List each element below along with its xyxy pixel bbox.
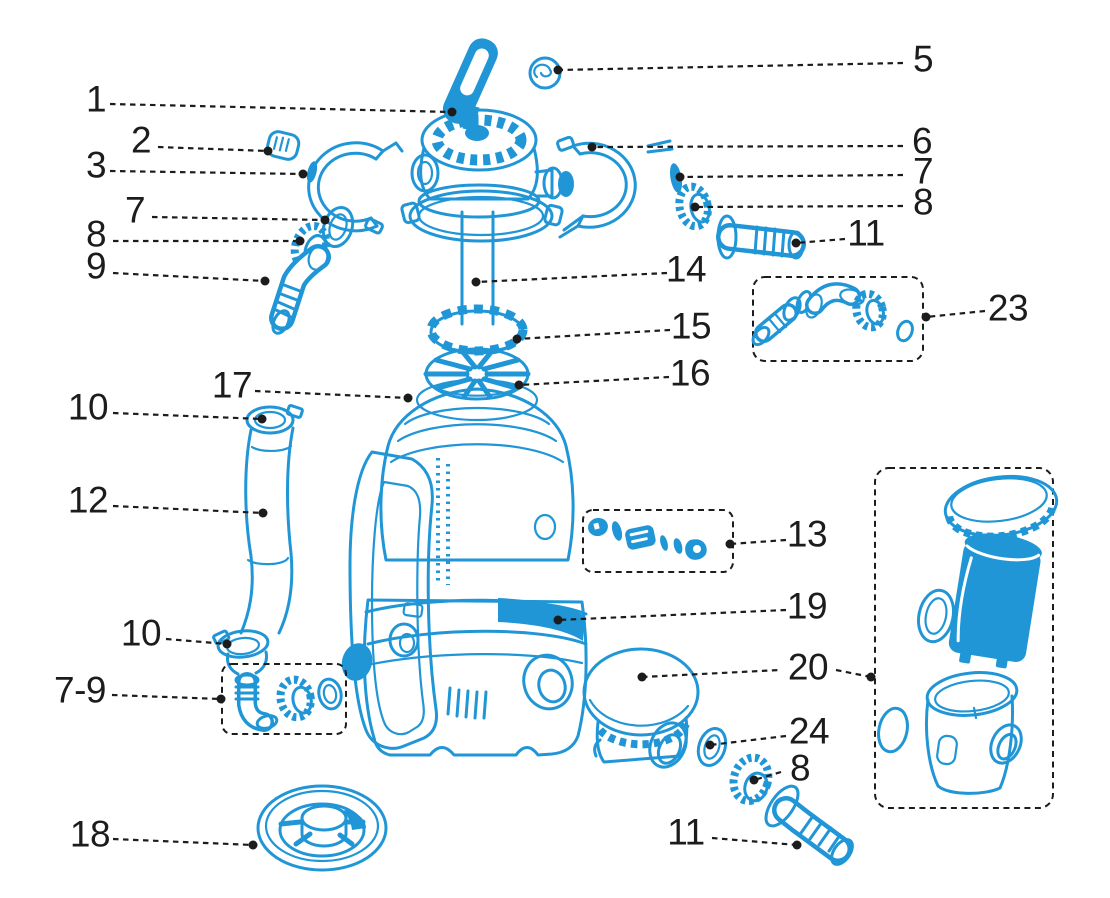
callout-10-bottom: 10	[120, 612, 162, 654]
part-clamp-half-right	[556, 135, 674, 239]
part-control-valve-1	[400, 38, 574, 243]
callout-1: 1	[85, 78, 107, 120]
part-prefilter-lid-20	[943, 474, 1059, 541]
callout-24: 24	[788, 710, 830, 752]
part-prefilter-cup-20	[925, 671, 1023, 795]
part-clamp-half-left	[307, 141, 404, 235]
part-elbow-adapter-9	[269, 244, 331, 335]
part-collar-15	[426, 304, 528, 356]
callout-12: 12	[67, 479, 109, 521]
callout-11-right: 11	[847, 212, 885, 254]
callout-17: 17	[211, 364, 253, 406]
kit-box-13	[582, 509, 734, 573]
callout-18: 18	[69, 813, 111, 855]
part-tank-body	[379, 378, 575, 585]
callout-14: 14	[665, 248, 707, 290]
callout-10-top: 10	[67, 386, 109, 428]
part-drain-valve-kit-13	[588, 517, 707, 560]
callout-leaders	[109, 61, 986, 850]
part-hose-12	[239, 426, 295, 635]
callout-15: 15	[670, 305, 712, 347]
part-nut-8-bottom	[729, 753, 773, 805]
callout-5: 5	[912, 38, 934, 80]
kit-box-20	[874, 467, 1054, 809]
part-hose-clamp-10-bottom	[212, 629, 270, 676]
callout-2: 2	[130, 119, 152, 161]
part-pump-housing	[362, 598, 588, 757]
callout-13: 13	[786, 513, 828, 555]
part-tank-frame	[341, 450, 438, 750]
part-elbow-kit-23	[751, 282, 914, 347]
callout-16: 16	[669, 352, 711, 394]
part-elbow-kit-7-9	[234, 672, 343, 732]
part-oring-24	[696, 726, 728, 768]
part-filter-cartridge-20	[948, 533, 1042, 669]
callout-7-left: 7	[124, 189, 146, 231]
part-cap-2	[265, 130, 301, 161]
callout-8-left: 8	[85, 213, 107, 255]
part-base-18	[256, 784, 388, 872]
callout-7-9: 7-9	[54, 669, 106, 711]
part-oring-20-small	[877, 706, 909, 754]
part-oring-20-large	[917, 588, 955, 644]
callout-3: 3	[85, 144, 107, 186]
part-hose-clamp-10-top	[245, 404, 304, 435]
callout-7-right: 7	[912, 150, 934, 192]
part-strainer-16	[423, 347, 531, 401]
part-hose-adapter-11-right	[716, 214, 806, 260]
callout-19: 19	[786, 585, 828, 627]
callout-8-bottom: 8	[789, 747, 811, 789]
callout-20: 20	[787, 646, 829, 688]
callout-23: 23	[987, 287, 1029, 329]
callout-9: 9	[85, 245, 107, 287]
part-prefilter-housing-20	[582, 647, 700, 769]
callout-6: 6	[911, 120, 933, 162]
callout-8-right: 8	[912, 181, 934, 223]
callout-11-bottom: 11	[667, 811, 705, 853]
part-hose-adapter-11-bottom	[764, 784, 854, 866]
